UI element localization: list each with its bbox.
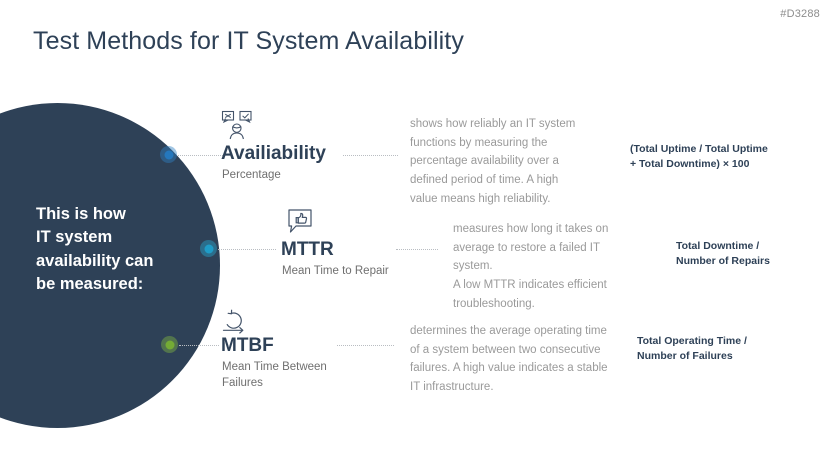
leader-line-circle-to-mtbf [179,345,219,347]
page-title: Test Methods for IT System Availability [33,27,464,55]
person-with-checkbox-icon [221,110,259,140]
row-description-availiability: shows how reliably an IT system function… [410,118,576,205]
row-title-availiability: Availiability [221,143,326,164]
thumbs-up-speech-bubble-icon [286,207,314,235]
connector-dot-core [164,150,173,159]
row-subtitle-mtbf: Mean Time Between Failures [222,361,327,390]
leader-line-circle-to-availiability [178,155,223,157]
row-title-mttr: MTTR [281,239,334,260]
row-formula-availiability: (Total Uptime / Total Uptime + Total Dow… [630,143,768,171]
leader-line-mttr-to-description [396,249,438,251]
connector-dot-availiability[interactable] [160,146,177,163]
row-subtitle-mttr: Mean Time to Repair [282,265,389,277]
hero-text: This is how IT system availability can b… [36,205,154,294]
slide-id-tag: #D3288 [780,8,820,20]
leader-line-mtbf-to-description [337,345,394,347]
row-title-mtbf: MTBF [221,335,274,356]
row-subtitle-availiability: Percentage [222,169,281,181]
connector-dot-mtbf[interactable] [161,336,178,353]
row-formula-mttr: Total Downtime / Number of Repairs [676,240,770,268]
connector-dot-core [165,340,174,349]
leader-line-availiability-to-description [343,155,398,157]
connector-dot-mttr[interactable] [200,240,217,257]
row-formula-mtbf: Total Operating Time / Number of Failure… [637,335,747,363]
circular-arrow-cycle-icon [222,309,250,335]
row-description-mtbf: determines the average operating time of… [410,325,608,393]
leader-line-circle-to-mttr [218,249,276,251]
row-description-mttr: measures how long it takes on average to… [453,223,609,310]
connector-dot-core [204,244,213,253]
